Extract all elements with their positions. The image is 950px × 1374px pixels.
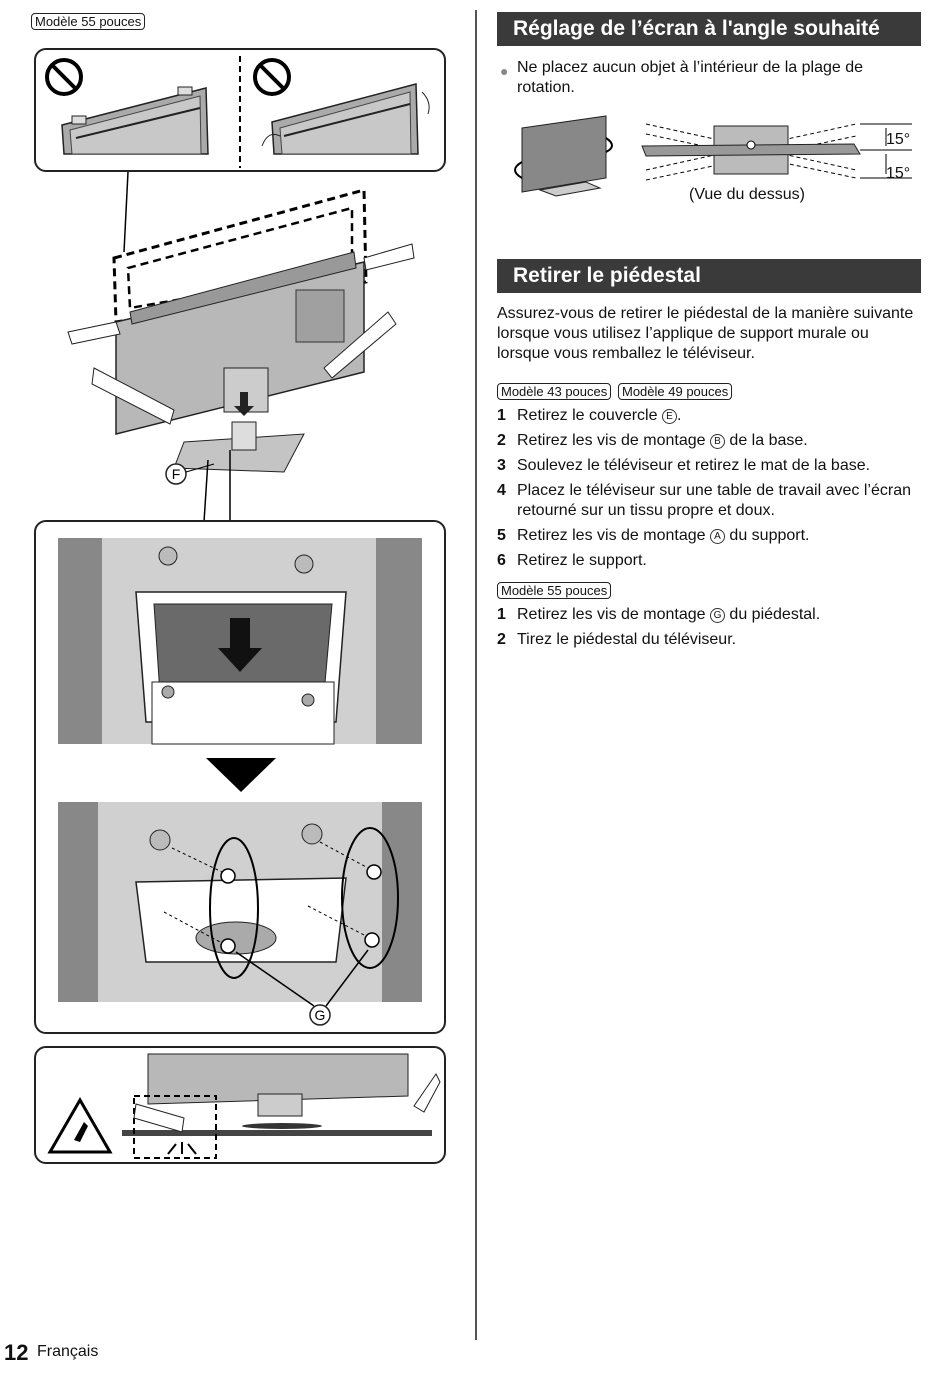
caution-pinch-illustration: [47, 1053, 441, 1159]
caution-pinch-panel: [34, 1046, 446, 1164]
arrow-down-icon: [206, 758, 276, 792]
step-item: 6 Retirez le support.: [497, 551, 917, 571]
step-part-label: B: [709, 434, 725, 449]
step-number: 2: [497, 432, 506, 449]
step-part-label: E: [661, 409, 677, 424]
tv-back-removal-illustration: F: [67, 172, 415, 522]
bullet-dot-icon: ●: [500, 63, 509, 79]
step-item: 2 Retirez les vis de montage B de la base…: [497, 431, 917, 451]
stand-screw-detail-illustration: G: [58, 538, 422, 1026]
callout-g: G: [315, 1007, 326, 1023]
prohibited-lifting-illustration: [45, 56, 430, 168]
model-tag-43: Modèle 43 pouces: [497, 383, 612, 400]
steps-list-55: 1 Retirez les vis de montage G du piédest…: [497, 605, 917, 655]
tv-rotation-illustration: [514, 115, 613, 197]
step-text: Retirez le support.: [517, 552, 647, 569]
top-view-label: (Vue du dessus): [689, 186, 805, 203]
prohibited-icon-right: [253, 58, 291, 96]
column-divider: [475, 10, 477, 1340]
step-text: Soulevez le téléviseur et retirez le mat…: [517, 457, 871, 474]
step-item: 1 Retirez le couvercle E.: [497, 406, 917, 426]
step-item: 4 Placez le téléviseur sur une table de t…: [497, 481, 917, 521]
model-tag-49: Modèle 49 pouces: [618, 383, 733, 400]
step-item: 2 Tirez le piédestal du téléviseur.: [497, 630, 917, 650]
rotation-bullet-text: Ne placez aucun objet à l’intérieur de l…: [517, 59, 864, 96]
tv-top-left: [61, 86, 209, 155]
caution-warning-icon: [47, 1096, 113, 1154]
model-tag-55: Modèle 55 pouces: [31, 13, 146, 30]
step-part-label: A: [709, 529, 725, 544]
angle-label-bottom: 15°: [886, 165, 911, 182]
step-text: Tirez le piédestal du téléviseur.: [517, 631, 737, 648]
callout-f: F: [172, 466, 181, 482]
rotate-arrow-icon: [514, 161, 523, 179]
angle-label-top: 15°: [886, 131, 911, 148]
step-text: Retirez les vis de montage: [517, 432, 710, 449]
remove-stand-intro: Assurez-vous de retirer le piédestal de …: [497, 305, 914, 362]
step-number: 3: [497, 457, 506, 474]
section-title-remove-stand: Retirer le piédestal: [497, 259, 921, 293]
step-text-end: de la base.: [724, 432, 808, 449]
step-number: 5: [497, 527, 506, 544]
rotation-diagram: [514, 115, 912, 197]
detail-top: [58, 538, 422, 745]
prohibited-lifting-panel: [34, 48, 446, 172]
prohibited-icon-left: [45, 58, 83, 96]
step-text: Placez le téléviseur sur une table de tr…: [517, 482, 911, 519]
rotate-arrow-icon: [605, 137, 613, 153]
step-item: 1 Retirez les vis de montage G du piédest…: [497, 605, 917, 625]
step-text: Retirez les vis de montage: [517, 606, 710, 623]
page-number: 12: [4, 1340, 29, 1365]
step-number: 6: [497, 552, 506, 569]
step-number: 1: [497, 606, 506, 623]
footer-language: Français: [37, 1343, 99, 1360]
rotation-bullet: ● Ne placez aucun objet à l’intérieur de…: [500, 58, 920, 98]
step-number: 4: [497, 482, 506, 499]
stand-screw-detail-panel: G: [34, 520, 446, 1034]
detail-bottom: G: [58, 802, 422, 1026]
step-item: 5 Retirez les vis de montage A du support…: [497, 526, 917, 546]
step-text-end: du piédestal.: [724, 606, 821, 623]
step-text: Retirez le couvercle: [517, 407, 662, 424]
step-text-end: du support.: [724, 527, 810, 544]
step-text-end: .: [676, 407, 682, 424]
top-view-illustration: [641, 123, 912, 181]
step-part-label: G: [709, 608, 725, 623]
step-text: Retirez les vis de montage: [517, 527, 710, 544]
step-number: 2: [497, 631, 506, 648]
step-item: 3 Soulevez le téléviseur et retirez le ma…: [497, 456, 917, 476]
step-number: 1: [497, 407, 506, 424]
section-title-angle: Réglage de l’écran à l'angle souhaité: [497, 12, 921, 46]
tv-top-right: [261, 83, 430, 155]
model-tag-55-right: Modèle 55 pouces: [497, 582, 612, 599]
